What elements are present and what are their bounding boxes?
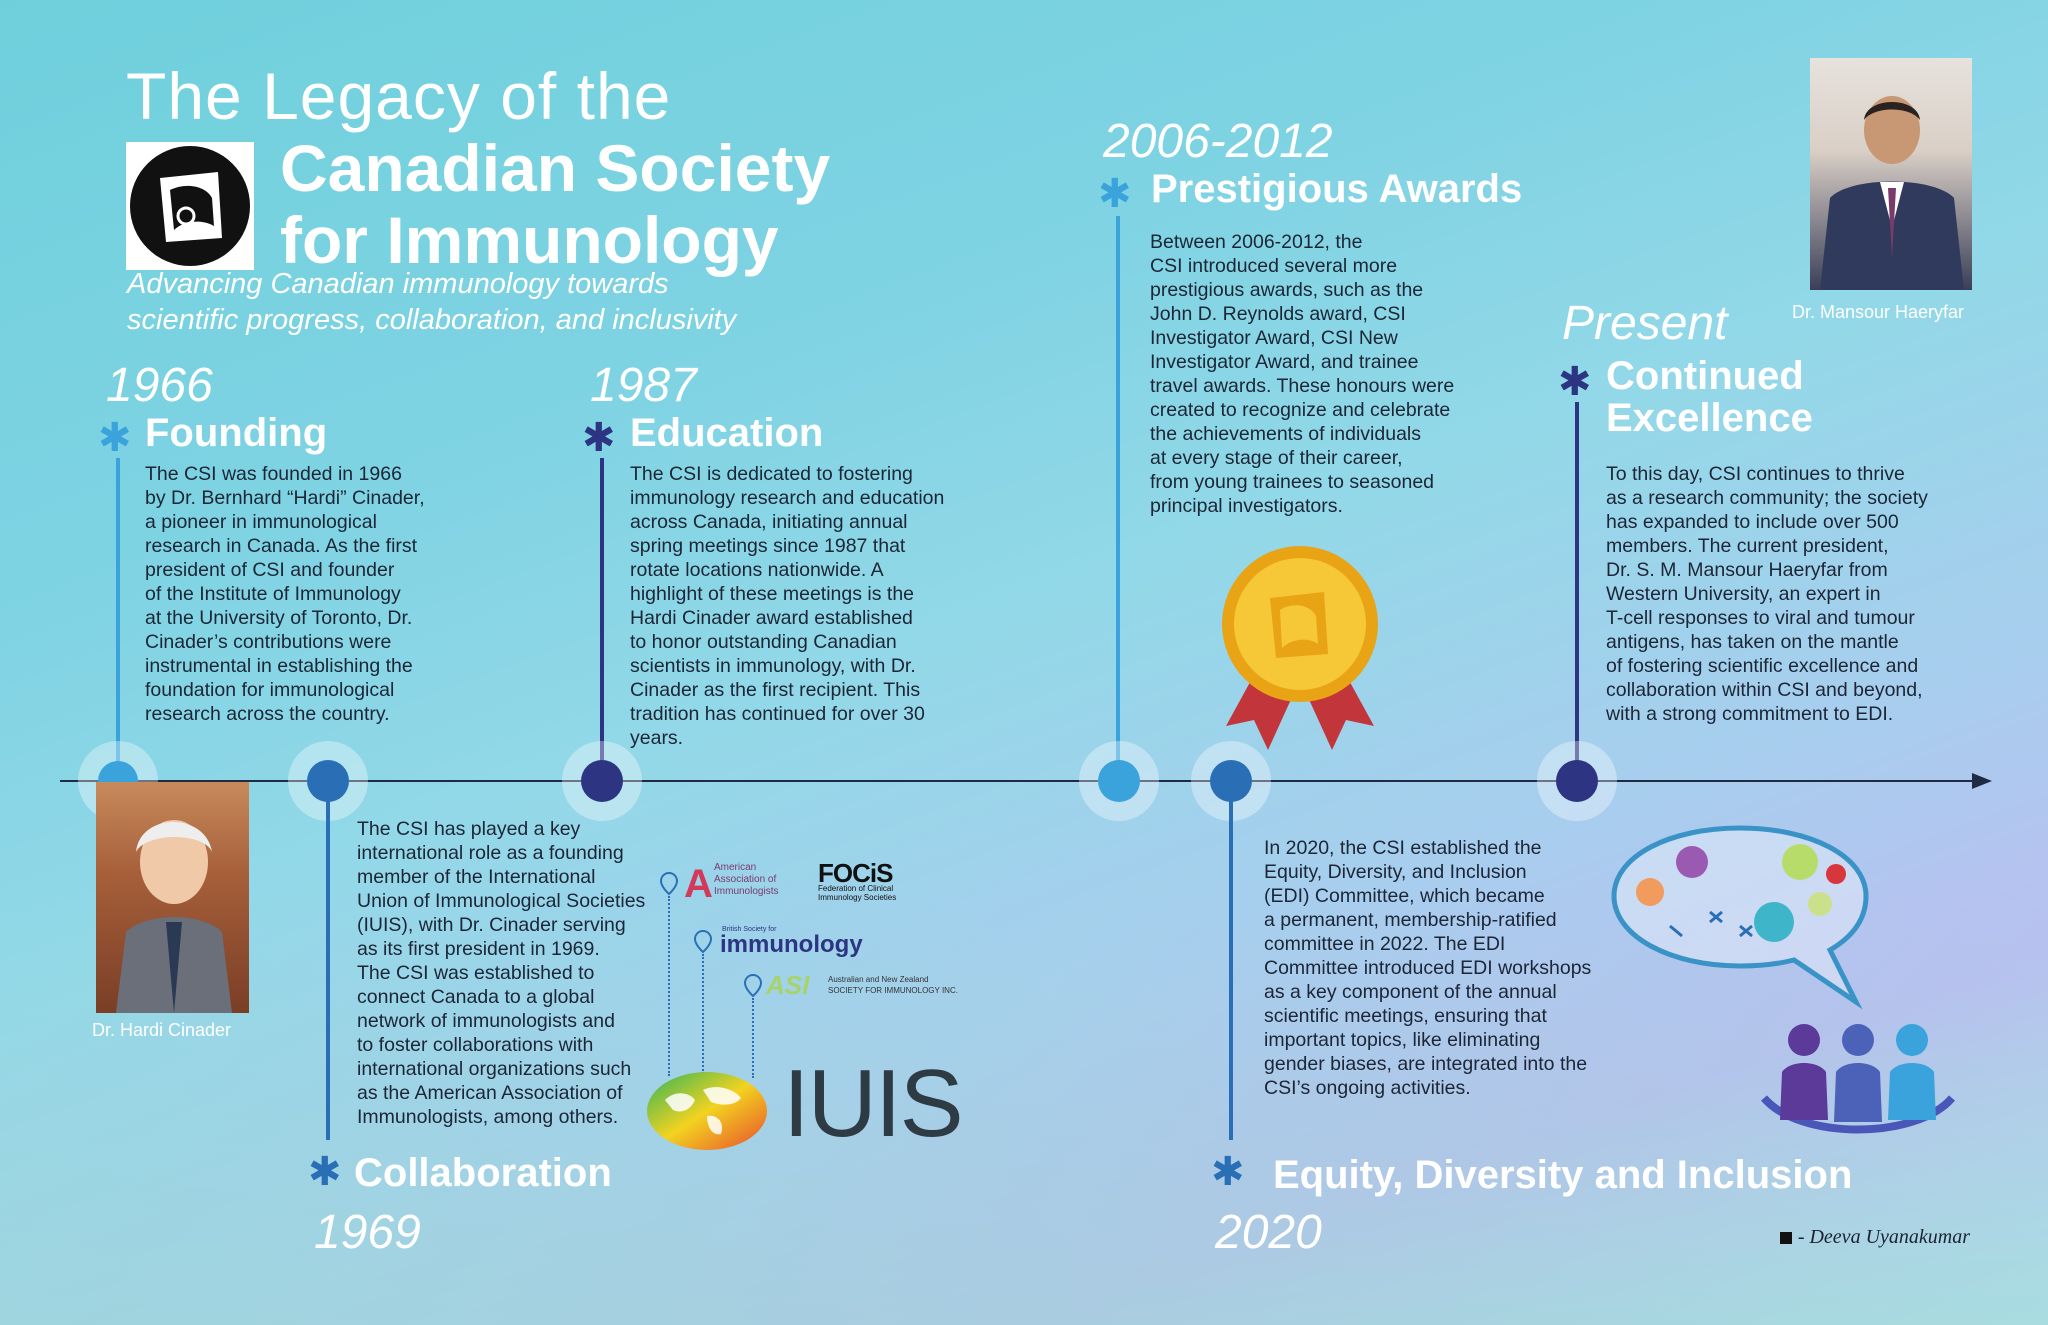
tagline-line-1: Advancing Canadian immunology towards	[127, 268, 669, 300]
founding-heading: Founding	[145, 411, 328, 455]
edi-connector	[1229, 800, 1233, 1140]
author-credit-text: - Deeva Uyanakumar	[1797, 1226, 1970, 1248]
present-heading-line-2: Excellence	[1606, 396, 1813, 440]
edi-node	[1210, 760, 1252, 802]
timeline-axis	[60, 780, 1980, 782]
portrait-icon	[116, 820, 232, 1013]
awards-heading: Prestigious Awards	[1151, 167, 1523, 211]
awards-year: 2006-2012	[1103, 115, 1333, 168]
portrait-icon-2	[1820, 96, 1964, 290]
hardi-cinader-photo	[96, 782, 249, 1013]
hardi-cinader-caption: Dr. Hardi Cinader	[92, 1020, 232, 1040]
present-year: Present	[1562, 297, 1728, 350]
tagline: Advancing Canadian immunology towards sc…	[127, 266, 736, 338]
collaboration-connector	[326, 800, 330, 1140]
mansour-haeryfar-photo	[1810, 58, 1972, 290]
education-year: 1987	[590, 359, 697, 412]
collaboration-heading: Collaboration	[354, 1151, 612, 1195]
people-group-icon	[1760, 1024, 1956, 1134]
author-credit: - Deeva Uyanakumar	[1779, 1226, 1970, 1249]
logo-connector-2	[702, 954, 704, 1074]
collaboration-year: 1969	[314, 1206, 421, 1259]
asi-sub-2: SOCIETY FOR IMMUNOLOGY INC.	[828, 986, 958, 995]
focis-sub: Federation of Clinical Immunology Societ…	[818, 884, 896, 902]
collaboration-node	[307, 760, 349, 802]
tagline-line-2: scientific progress, collaboration, and …	[127, 304, 737, 336]
cells-speech-bubble-icon	[1611, 825, 1869, 1010]
edi-year: 2020	[1215, 1206, 1322, 1259]
title-line-3: for Immunology	[280, 203, 779, 277]
map-pin-icon-3	[744, 974, 762, 998]
education-node	[581, 760, 623, 802]
education-star-icon: ✱	[582, 416, 616, 460]
present-star-icon: ✱	[1558, 360, 1592, 404]
awards-body: Between 2006-2012, the CSI introduced se…	[1150, 231, 1455, 517]
map-pin-icon-2	[694, 930, 712, 954]
awards-star-icon: ✱	[1098, 172, 1132, 216]
collaboration-star-icon: ✱	[308, 1150, 342, 1194]
csi-logo-icon	[130, 146, 250, 266]
education-heading: Education	[630, 411, 824, 455]
aai-line-1: American	[714, 862, 757, 873]
founding-star-icon: ✱	[98, 416, 132, 460]
collaboration-body: The CSI has played a key international r…	[357, 818, 646, 1128]
present-node	[1556, 760, 1598, 802]
focis-logo: FOCiS	[818, 858, 893, 888]
award-medal-icon	[1222, 546, 1378, 750]
iuis-logo: IUIS	[783, 1050, 964, 1157]
present-connector	[1575, 402, 1579, 780]
aai-logo-text: American Association of Immunologists	[714, 862, 778, 898]
education-body: The CSI is dedicated to fostering immuno…	[630, 463, 945, 749]
asi-sub: Australian and New Zealand SOCIETY FOR I…	[828, 974, 958, 996]
aai-line-2: Association of	[714, 874, 777, 885]
edi-body: In 2020, the CSI established the Equity,…	[1264, 837, 1592, 1099]
focis-sub-2: Immunology Societies	[818, 893, 897, 902]
bsi-small: British Society for	[722, 926, 777, 933]
timeline-arrow-icon	[1972, 773, 1992, 789]
asi-sub-1: Australian and New Zealand	[828, 975, 929, 984]
founding-body: The CSI was founded in 1966 by Dr. Bernh…	[145, 463, 425, 725]
title-line-2: Canadian Society	[280, 131, 831, 205]
square-bullet-icon	[1779, 1232, 1792, 1245]
csi-logo	[126, 142, 254, 270]
logo-connector-3	[752, 998, 754, 1078]
title-line-1: The Legacy of the	[126, 59, 672, 133]
present-body: To this day, CSI continues to thrive as …	[1606, 463, 1928, 725]
edi-star-icon: ✱	[1211, 1150, 1245, 1194]
awards-connector	[1116, 216, 1120, 780]
globe-icon	[647, 1072, 767, 1150]
founding-connector	[116, 458, 120, 780]
edi-heading: Equity, Diversity and Inclusion	[1273, 1153, 1853, 1197]
aai-line-3: Immunologists	[714, 886, 779, 897]
mansour-haeryfar-caption: Dr. Mansour Haeryfar	[1792, 302, 1965, 322]
bsi-logo: immunology	[720, 931, 863, 958]
awards-node	[1098, 760, 1140, 802]
asi-logo: ASI	[766, 970, 810, 1000]
present-heading-line-1: Continued	[1606, 354, 1804, 398]
founding-year: 1966	[106, 359, 213, 412]
education-connector	[600, 458, 604, 780]
aai-logo-icon: A	[684, 862, 713, 906]
logo-connector	[668, 896, 670, 1076]
focis-sub-1: Federation of Clinical	[818, 884, 894, 893]
map-pin-icon	[660, 872, 678, 896]
